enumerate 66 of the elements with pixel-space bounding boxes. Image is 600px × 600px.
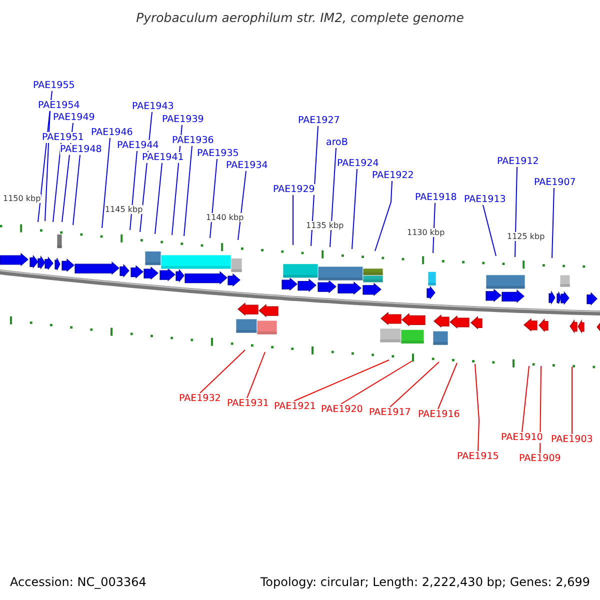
leader-line [72,154,80,226]
chart-title: Pyrobaculum aerophilum str. IM2, complete genome [136,10,464,25]
footer-text: Accession: NC_003364 [10,575,146,589]
leader-line [340,360,412,404]
leader-line [184,146,192,236]
gene-label: PAE1903 [551,434,593,445]
gene-label: PAE1949 [53,112,95,123]
gene-label: PAE1917 [369,407,411,418]
scale-label: 1125 kbp [507,232,545,241]
gene-label: PAE1907 [534,177,576,188]
gene-label: PAE1955 [33,80,75,91]
gene-label: PAE1954 [38,100,80,111]
leader-line [438,362,458,410]
footer-text: Topology: circular; Length: 2,222,430 bp; Genes: 2,699 [260,575,590,589]
leader-line [294,360,390,402]
leader-line [238,170,246,240]
scale-label: 1140 kbp [206,213,244,222]
gene-label: PAE1918 [415,192,457,203]
gene-label: aroB [326,137,348,148]
gene-label: PAE1912 [497,156,539,167]
gene-label: PAE1916 [418,409,460,420]
leader-line [210,158,218,238]
leader-line [474,364,480,452]
gene-label: PAE1932 [179,393,221,404]
gene-label: PAE1939 [162,114,204,125]
leader-line [514,166,518,258]
gene-label: PAE1910 [501,432,543,443]
gene-label: PAE1931 [227,398,269,409]
leader-line [130,150,138,230]
leader-line [102,138,110,228]
gene-label: PAE1943 [132,101,174,112]
gene-label: PAE1935 [197,148,239,159]
gene-label: PAE1951 [42,132,84,143]
leader-line [522,366,530,432]
gene-label: PAE1946 [91,127,133,138]
gene-label: PAE1929 [273,184,315,195]
leader-line [390,362,440,408]
gene-label: PAE1920 [321,404,363,415]
scale-label: 1150 kbp [3,194,41,203]
leader-line [246,352,266,398]
leader-line [540,366,542,454]
gene-label: PAE1941 [142,152,184,163]
leader-line [200,350,246,394]
leader-line [52,142,62,222]
gene-label: PAE1944 [117,140,159,151]
gene-label: PAE1948 [60,144,102,155]
scale-label: 1130 kbp [407,228,445,237]
gene-label: PAE1934 [226,160,268,171]
gene-label: PAE1913 [464,194,506,205]
leader-line [482,204,496,256]
scale-label: 1135 kbp [306,221,344,230]
gene-label: PAE1924 [337,158,379,169]
scale-label: 1145 kbp [105,205,143,214]
leader-line [352,168,358,250]
leader-line [330,148,336,248]
gene-label: PAE1927 [298,115,340,126]
leader-line [44,110,50,222]
gene-label: PAE1915 [457,451,499,462]
leader-line [154,162,162,234]
gene-label: PAE1909 [519,453,561,464]
leader-line [374,180,392,252]
gene-label: PAE1936 [172,135,214,146]
leader-line [292,194,294,246]
leader-line [552,188,554,258]
gene-label: PAE1921 [274,401,316,412]
gene-label: PAE1922 [372,170,414,181]
